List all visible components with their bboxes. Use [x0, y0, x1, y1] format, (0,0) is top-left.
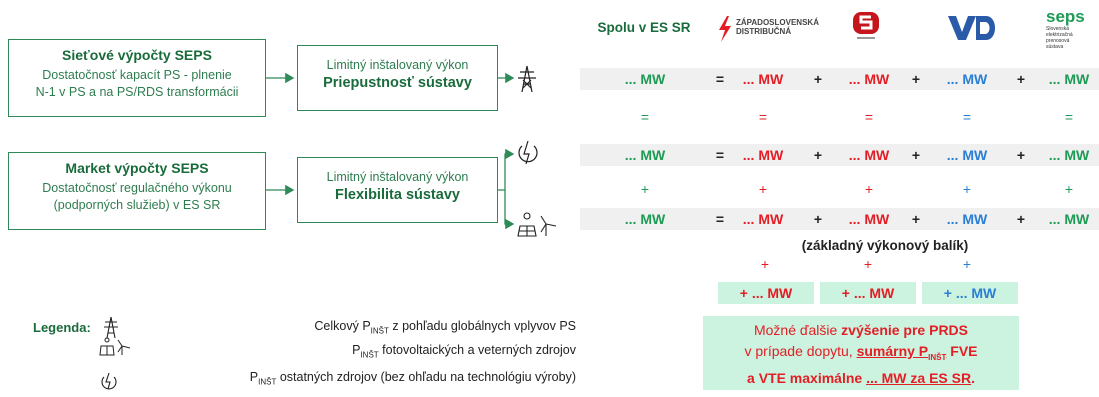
plus-sign: + [813, 147, 823, 163]
zsd-value: + [758, 181, 768, 197]
base-package-label: (základný výkonový balík) [801, 238, 969, 253]
total-value: ... MW [624, 211, 666, 227]
market-calc-box: Market výpočty SEPS Dostatočnosť regulač… [8, 152, 266, 230]
vsd-logo-icon [948, 16, 995, 40]
note-line3: a VTE maximálne ... MW za ES SR. [747, 369, 975, 386]
legend-pylon-icon [104, 316, 118, 339]
plus-sign: + [911, 71, 921, 87]
network-calc-line2: N-1 v PS a na PS/RDS transformácii [35, 84, 239, 99]
legend-item-total: Celkový PINŠT z pohľadu globálnych vplyv… [314, 319, 576, 336]
vsd-value: ... MW [946, 211, 988, 227]
vsd-value: + [962, 181, 972, 197]
vsd-extra-value: + ... MW [922, 282, 1018, 304]
zsd-value: ... MW [742, 71, 784, 87]
row-bg-3 [580, 144, 1099, 166]
vsd-value: = [962, 109, 972, 125]
zsd-value: = [758, 109, 768, 125]
total-value: ... MW [624, 71, 666, 87]
plus-sign: + [1016, 71, 1026, 87]
plus-sign: + [911, 147, 921, 163]
plus-sign: + [911, 211, 921, 227]
network-calc-box: Sieťové výpočty SEPS Dostatočnosť kapací… [8, 39, 266, 117]
table-row: + + + + + [0, 178, 1099, 200]
vsd-value: ... MW [946, 71, 988, 87]
arrow-flex-to-other [498, 148, 515, 191]
equals-sign: = [715, 71, 725, 87]
zsd-extra-plus: + [760, 256, 770, 272]
table-row: = = = = = [0, 106, 1099, 128]
plus-sign: + [1016, 211, 1026, 227]
table-row: ... MW = ... MW + ... MW + ... MW + ... … [0, 144, 1099, 166]
zsd-extra-value: + ... MW [718, 282, 814, 304]
total-value: + [640, 181, 650, 197]
zsd-logo: ZÁPADOSLOVENSKÁ DISTRIBUČNÁ [716, 14, 819, 44]
plus-sign: + [813, 211, 823, 227]
ssd-logo-icon [853, 12, 879, 39]
seps-logo: seps Slovenská elektrizačná prenosová sú… [1046, 7, 1099, 51]
total-value: = [640, 109, 650, 125]
table-row: ... MW = ... MW + ... MW + ... MW + ... … [0, 208, 1099, 230]
note-line2: v prípade dopytu, sumárny PINŠT FVE [744, 343, 978, 362]
solar-wind-icon [517, 212, 557, 237]
market-calc-line1: Dostatočnosť regulačného výkonu [42, 181, 232, 195]
network-calc-title: Sieťové výpočty SEPS [62, 47, 212, 63]
ssd-value: + [864, 181, 874, 197]
market-calc-line2: (podporných služieb) v ES SR [53, 197, 221, 212]
ssd-value: ... MW [848, 211, 890, 227]
seps-value: ... MW [1048, 211, 1090, 227]
equals-sign: = [715, 147, 725, 163]
plus-sign: + [813, 71, 823, 87]
ssd-extra-value: + ... MW [820, 282, 916, 304]
throughput-line2: Priepustnosť sústavy [323, 75, 472, 91]
header-total-label: Spolu v ES SR [597, 20, 691, 35]
seps-logo-subtext: Slovenská elektrizačná prenosová sústava [1046, 26, 1073, 50]
prds-note-box: Možné ďalšie zvýšenie pre PRDS v prípade… [703, 316, 1019, 390]
legend-label: Legenda: [33, 320, 91, 335]
network-calc-line1: Dostatočnosť kapacít PS - plnenie [42, 68, 232, 82]
throughput-line1: Limitný inštalovaný výkon [326, 58, 469, 72]
row-bg-1 [580, 68, 1099, 90]
arrow-flex-to-res [504, 190, 515, 230]
table-row: ... MW = ... MW + ... MW + ... MW + ... … [0, 68, 1099, 90]
seps-value: ... MW [1048, 147, 1090, 163]
legend-item-other: PINŠT ostatných zdrojov (bez ohľadu na t… [249, 370, 576, 387]
throughput-box: Limitný inštalovaný výkon Priepustnosť s… [297, 45, 498, 111]
seps-value: = [1064, 109, 1074, 125]
flexibility-line2: Flexibilita sústavy [335, 187, 460, 203]
legend-solar-wind-icon [99, 337, 131, 356]
legend-other-icon [101, 372, 117, 390]
zsd-value: ... MW [742, 211, 784, 227]
vsd-value: ... MW [946, 147, 988, 163]
vsd-extra-plus: + [962, 256, 972, 272]
other-sources-icon [518, 140, 538, 165]
total-value: ... MW [624, 147, 666, 163]
flexibility-line1: Limitný inštalovaný výkon [326, 170, 469, 184]
row-bg-5 [580, 208, 1099, 230]
seps-value: + [1064, 181, 1074, 197]
seps-logo-text: seps [1046, 7, 1085, 26]
zsd-bolt-icon [719, 16, 731, 42]
flexibility-box: Limitný inštalovaný výkon Flexibilita sú… [297, 157, 498, 223]
market-calc-title: Market výpočty SEPS [65, 160, 209, 176]
note-line1: Možné ďalšie zvýšenie pre PRDS [753, 322, 969, 338]
plus-sign: + [1016, 147, 1026, 163]
zsd-value: ... MW [742, 147, 784, 163]
zsd-logo-text: ZÁPADOSLOVENSKÁ DISTRIBUČNÁ [736, 18, 819, 37]
legend-item-res: PINŠT fotovoltaických a veterných zdrojo… [352, 343, 576, 360]
ssd-value: ... MW [848, 71, 890, 87]
ssd-value: = [864, 109, 874, 125]
equals-sign: = [715, 211, 725, 227]
ssd-extra-plus: + [863, 256, 873, 272]
seps-value: ... MW [1048, 71, 1090, 87]
ssd-value: ... MW [848, 147, 890, 163]
pylon-icon [518, 65, 536, 93]
